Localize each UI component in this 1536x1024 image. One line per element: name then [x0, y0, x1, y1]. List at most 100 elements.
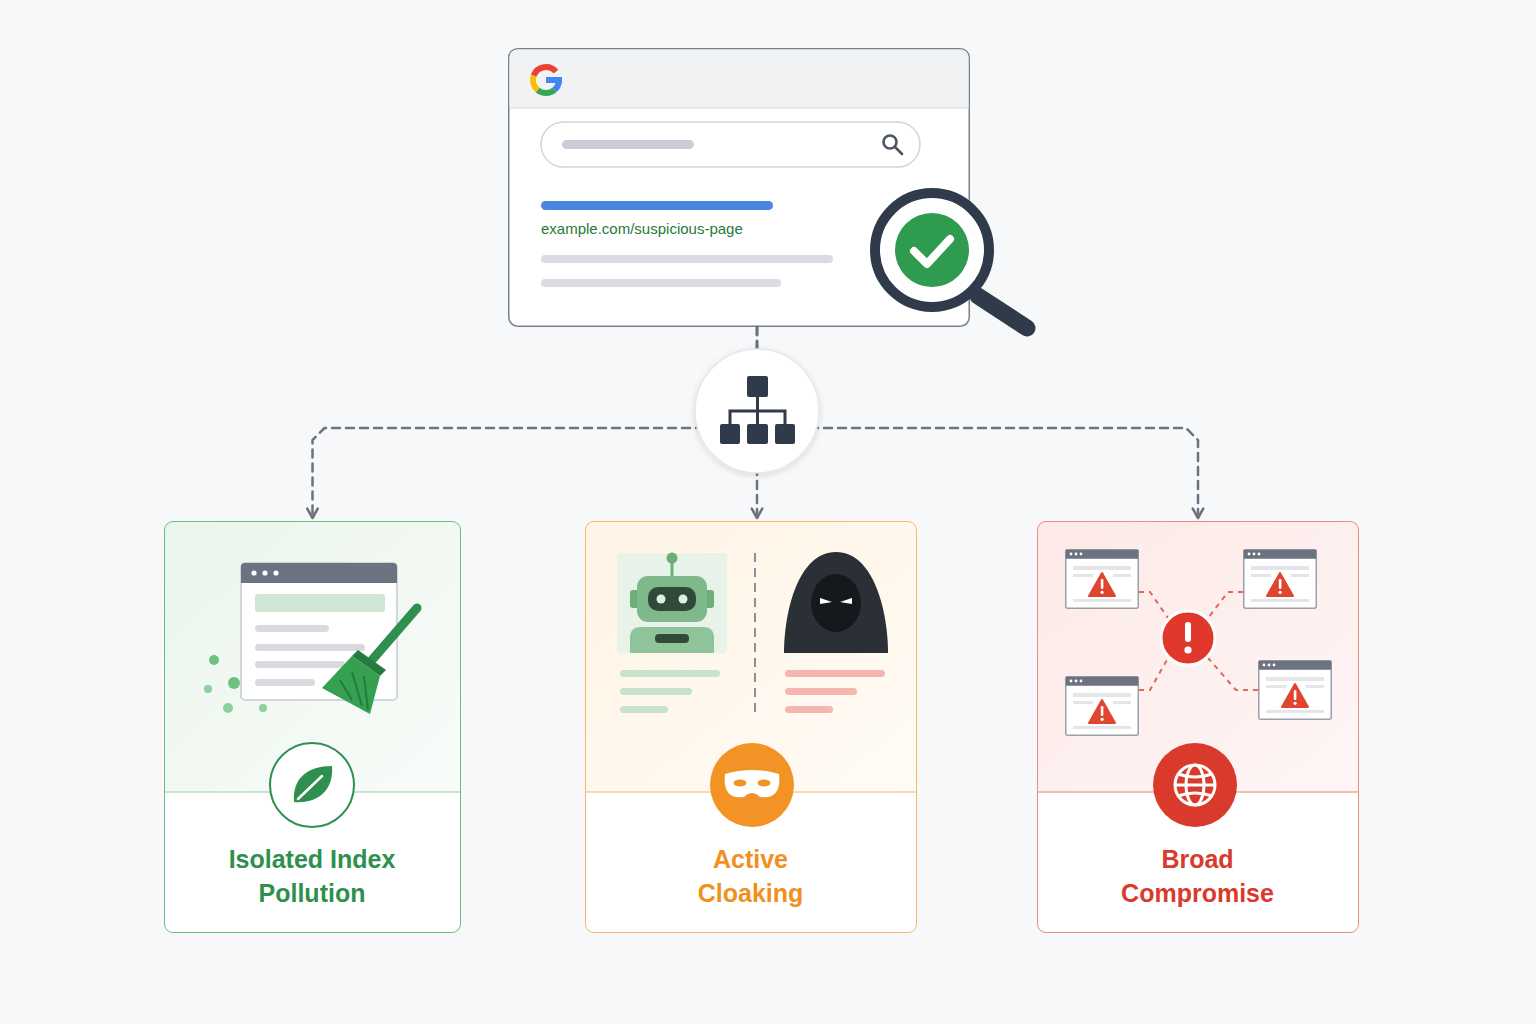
hacker-illustration-part — [820, 598, 852, 604]
outcome-box: Active Cloaking — [585, 521, 917, 933]
robot-illustration-part — [637, 576, 707, 622]
magnifier-check-part — [875, 193, 989, 307]
hierarchy-hub-part-part — [720, 424, 740, 444]
leaf-icon-part — [298, 776, 322, 799]
hierarchy-hub-part — [695, 349, 819, 473]
google-logo-part — [531, 64, 558, 77]
browser-window-part — [541, 122, 920, 167]
compromise-network-part-part — [1139, 658, 1168, 690]
google-logo-part — [546, 77, 562, 83]
category-title: Broad Compromise — [1098, 842, 1298, 910]
panel-ground-orange — [586, 522, 916, 932]
split-divider — [754, 553, 756, 718]
outcome-box: Isolated Index Pollution — [164, 521, 461, 933]
globe-icon — [1153, 743, 1237, 827]
compromise-network — [1066, 550, 1332, 736]
globe-icon-part-part — [1178, 793, 1212, 796]
panel-ground-red — [1038, 522, 1358, 932]
mask-icon-part — [758, 780, 771, 787]
mask-icon-part — [725, 770, 780, 797]
compromise-network-part-part — [1139, 592, 1168, 618]
hierarchy-hub-part-part — [747, 376, 768, 397]
cleanup-illustration-part — [340, 672, 368, 710]
mask-icon-part — [710, 743, 794, 827]
cleanup-illustration-part — [255, 661, 345, 668]
hierarchy-hub-part-part — [775, 424, 795, 444]
compromise-network-part — [1184, 646, 1191, 653]
search-icon-part — [895, 147, 902, 154]
hacker-illustration-part — [785, 688, 857, 695]
robot-illustration-part — [655, 634, 689, 643]
cleanup-illustration-part — [273, 570, 278, 575]
category-title: Isolated Index Pollution — [187, 842, 437, 910]
magnifier-check — [875, 193, 1027, 328]
cleanup-illustration-part — [255, 625, 329, 632]
cleanup-illustration-part — [241, 563, 397, 583]
globe-icon-part — [1153, 743, 1237, 827]
globe-icon-part-part — [1178, 774, 1212, 777]
globe-icon-part-part — [1175, 765, 1215, 805]
cleanup-illustration-part — [255, 594, 385, 612]
hacker-illustration-part — [784, 552, 888, 653]
hierarchy-hub — [695, 349, 819, 473]
robot-illustration-part — [630, 627, 714, 653]
magnifier-check-part — [895, 213, 969, 287]
cleanup-illustration-part — [262, 570, 267, 575]
robot-illustration-part — [657, 595, 666, 604]
compromise-network-part — [1066, 677, 1139, 736]
cleanup-illustration-part — [204, 685, 212, 693]
cleanup-illustration-part — [228, 677, 240, 689]
robot-illustration — [617, 553, 727, 714]
hacker-illustration-part — [785, 706, 833, 713]
robot-illustration-part — [671, 562, 674, 576]
robot-illustration-part — [648, 587, 696, 611]
browser-window-part — [510, 107, 969, 108]
robot-illustration-part — [620, 688, 692, 695]
robot-illustration-part — [620, 706, 668, 713]
compromise-network-part — [1259, 661, 1332, 720]
leaf-icon — [270, 743, 354, 827]
cleanup-illustration-part — [209, 655, 219, 665]
hacker-illustration-part — [811, 574, 861, 632]
compromise-network-part — [1244, 550, 1317, 609]
leaf-icon-part — [294, 766, 332, 802]
browser-window-part — [541, 255, 833, 263]
globe-icon-part — [1175, 765, 1215, 805]
cleanup-illustration-part — [255, 644, 365, 651]
cleanup-illustration — [204, 563, 417, 714]
search-icon — [884, 136, 903, 155]
branch-connector — [313, 327, 758, 518]
cleanup-illustration-part — [322, 656, 380, 714]
panel-ground-green — [165, 522, 460, 932]
hierarchy-hub-part — [720, 376, 795, 444]
category-title: Active Cloaking — [671, 842, 831, 910]
magnifier-check-part — [978, 296, 1027, 328]
google-logo-part — [536, 88, 557, 96]
compromise-network-part — [1161, 611, 1215, 665]
browser-window-part — [541, 201, 773, 210]
cleanup-illustration-part — [259, 704, 267, 712]
cleanup-illustration-part — [372, 608, 417, 660]
search-result-window: example.com/suspicious-page — [508, 48, 970, 327]
compromise-network-part — [1066, 550, 1139, 609]
outcome-box: Broad Compromise — [1037, 521, 1359, 933]
hacker-illustration — [784, 552, 888, 713]
browser-window-part — [562, 140, 694, 149]
cleanup-illustration-part — [223, 703, 233, 713]
cleanup-illustration-part — [255, 679, 315, 686]
hierarchy-hub-part-part — [747, 424, 768, 444]
hierarchy-hub-part-part — [730, 397, 785, 424]
compromise-network-part-part — [1208, 592, 1243, 618]
compromise-network-part — [1185, 622, 1191, 642]
compromise-network-part-part — [1208, 658, 1258, 690]
robot-illustration-part — [620, 670, 720, 677]
branch-connector — [757, 327, 1198, 518]
browser-window-part — [510, 50, 969, 109]
cleanup-illustration-part — [251, 570, 256, 575]
leaf-icon-part — [270, 743, 354, 827]
google-logo-part — [530, 75, 540, 93]
hierarchy-hub-part — [730, 397, 785, 424]
compromise-network-part — [1139, 592, 1258, 690]
magnifier-check-part — [914, 239, 950, 264]
robot-illustration-part — [679, 595, 688, 604]
